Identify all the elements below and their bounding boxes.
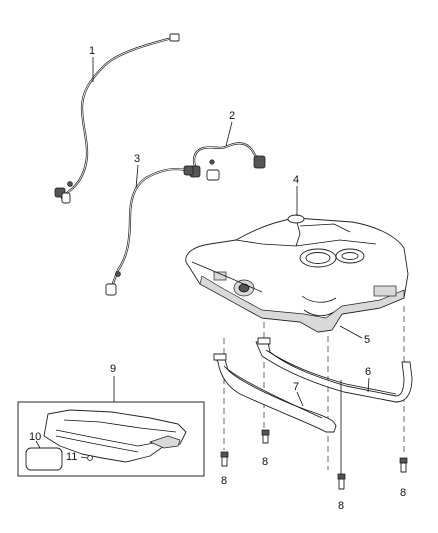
- tank-strap-6: [255, 337, 413, 403]
- callout-8-c: 8: [400, 487, 406, 499]
- callout-7: 7: [293, 381, 299, 393]
- bolt-8: [220, 451, 229, 467]
- leader-11: [80, 456, 88, 459]
- callout-8-d: 8: [338, 500, 344, 512]
- callout-8-a: 8: [262, 456, 268, 468]
- tank-strap-7: [213, 353, 337, 433]
- harness-2: [189, 142, 266, 181]
- leader-3: [135, 164, 139, 189]
- callout-2: 2: [229, 110, 235, 122]
- callout-5: 5: [364, 334, 370, 346]
- callout-6: 6: [365, 366, 371, 378]
- leader-10: [35, 440, 41, 449]
- fuel-tank-4: [185, 214, 409, 333]
- leader-6: [367, 377, 370, 393]
- callout-11: 11: [66, 451, 77, 463]
- bolt-8: [337, 473, 346, 490]
- clip-11: [87, 455, 93, 461]
- bolt-8: [261, 429, 270, 444]
- leader-5: [339, 325, 363, 339]
- callout-3: 3: [134, 153, 140, 165]
- fuel-line-1: [54, 33, 180, 204]
- leader-2: [225, 121, 233, 147]
- bolt-8: [399, 457, 408, 473]
- callout-8-b: 8: [221, 475, 227, 487]
- heat-shield-9: [43, 409, 187, 463]
- callout-9: 9: [110, 363, 116, 375]
- detail-box-9: [17, 401, 205, 477]
- fuel-line-3: [105, 165, 194, 296]
- callout-4: 4: [293, 174, 299, 186]
- pad-10: [25, 447, 63, 471]
- callout-1: 1: [89, 45, 95, 57]
- callout-10: 10: [29, 431, 41, 443]
- leader-7: [296, 391, 304, 407]
